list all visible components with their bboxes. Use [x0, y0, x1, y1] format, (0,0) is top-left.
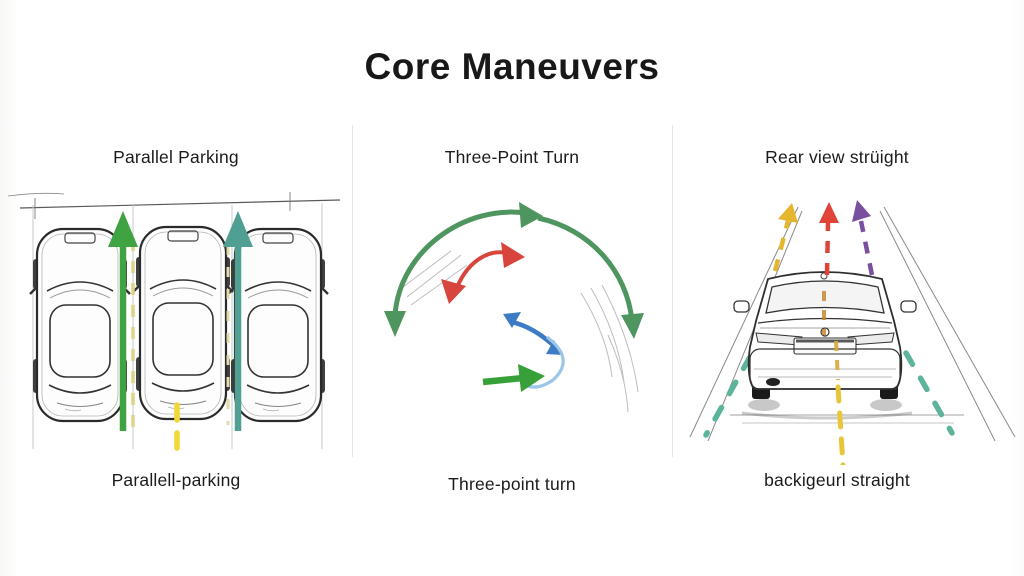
red-reverse-arrow	[441, 242, 525, 304]
panel-caption-parallel-parking: Parallell-parking	[111, 470, 241, 490]
red-center-arrow	[819, 202, 839, 276]
pencil-hatch-marks	[402, 250, 639, 413]
top-view-car-1	[28, 227, 132, 423]
top-view-car-3	[226, 227, 330, 423]
panel-header-rear-view: Rear view strüight	[765, 147, 909, 167]
teal-forward-arrow	[223, 211, 253, 431]
panel-caption-three-point-turn: Three-point turn	[448, 474, 576, 494]
page-title: Core Maneuvers	[364, 46, 660, 87]
panel-divider-left	[352, 125, 353, 457]
teal-lane-dash-left	[703, 354, 753, 438]
rear-view-illustration	[689, 200, 1016, 465]
blue-pivot-arrow	[503, 312, 562, 355]
panel-divider-right	[672, 125, 673, 457]
green-forward-arrow-small	[482, 364, 545, 392]
green-turning-arc	[384, 202, 644, 339]
panel-header-three-point-turn: Three-Point Turn	[444, 147, 580, 167]
yellow-center-dash-lower	[835, 384, 846, 465]
parallel-parking-illustration	[7, 192, 341, 464]
purple-right-arrow	[852, 200, 875, 276]
green-forward-arrow	[108, 211, 138, 431]
panel-caption-rear-view: backigeurl straight	[764, 470, 910, 490]
orange-center-dash-mid	[834, 340, 840, 381]
three-point-turn-illustration	[384, 202, 644, 413]
panel-header-parallel-parking: Parallel Parking	[113, 147, 239, 167]
teal-lane-dash-right	[903, 350, 955, 436]
top-view-car-2	[131, 225, 235, 421]
yellow-left-arrow	[772, 203, 798, 272]
